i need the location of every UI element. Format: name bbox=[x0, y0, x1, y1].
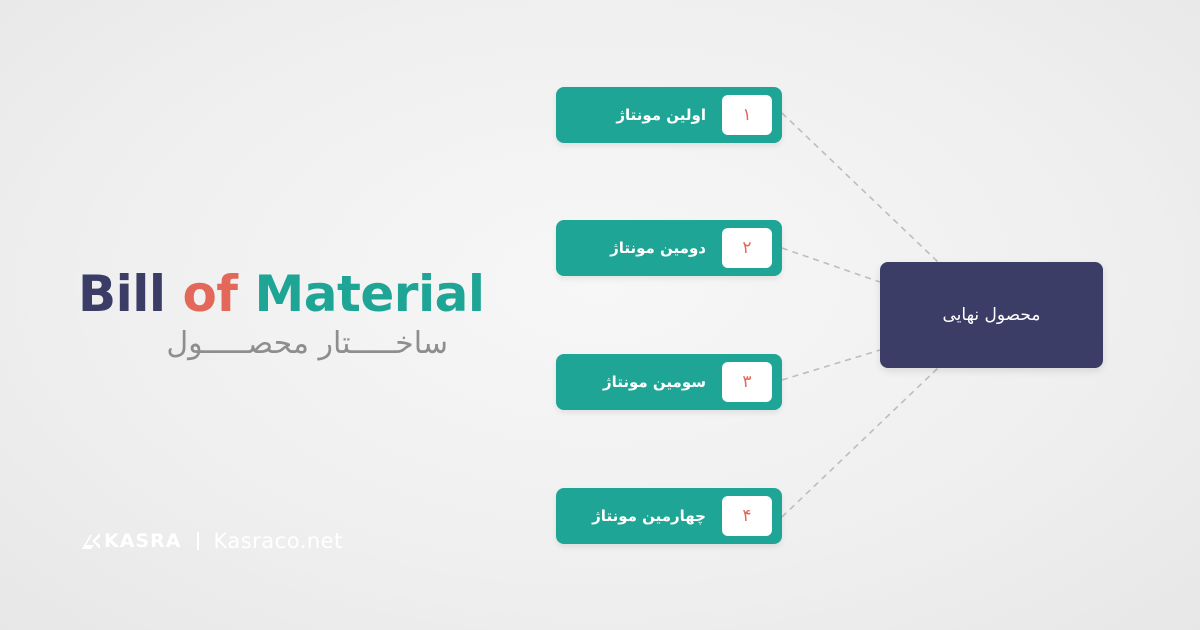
page-subtitle: ساخـــــتار محصـــــول bbox=[166, 326, 448, 361]
step-card-3: ۳ سومین مونتاژ bbox=[556, 354, 782, 410]
final-product-card: محصول نهایی bbox=[880, 262, 1103, 368]
connector-line-4 bbox=[781, 367, 939, 518]
step-card-2: ۲ دومین مونتاژ bbox=[556, 220, 782, 276]
step-label-1: اولین مونتاژ bbox=[616, 106, 706, 124]
page-title: Bill of Material bbox=[78, 262, 485, 326]
title-word-of: of bbox=[182, 265, 238, 323]
step-card-4: ۴ چهارمین مونتاژ bbox=[556, 488, 782, 544]
step-label-3: سومین مونتاژ bbox=[602, 373, 706, 391]
footer-divider bbox=[197, 532, 200, 550]
brand-logo: KASRA bbox=[80, 530, 181, 552]
step-label-2: دومین مونتاژ bbox=[610, 239, 706, 257]
step-label-4: چهارمین مونتاژ bbox=[592, 507, 706, 525]
connector-line-2 bbox=[781, 247, 881, 283]
connector-line-1 bbox=[781, 112, 939, 263]
kasra-logo-icon bbox=[82, 533, 100, 549]
title-word-bill: Bill bbox=[78, 265, 166, 323]
step-number-4: ۴ bbox=[722, 496, 772, 536]
brand-name: KASRA bbox=[104, 530, 182, 552]
step-card-1: ۱ اولین مونتاژ bbox=[556, 87, 782, 143]
step-number-2: ۲ bbox=[722, 228, 772, 268]
step-number-3: ۳ bbox=[722, 362, 772, 402]
title-block: Bill of Material ساخـــــتار محصـــــول bbox=[78, 262, 485, 364]
connector-line-3 bbox=[781, 349, 881, 381]
website-link[interactable]: Kasraco.net bbox=[213, 529, 343, 553]
footer: KASRA Kasraco.net bbox=[80, 526, 343, 556]
step-number-1: ۱ bbox=[722, 95, 772, 135]
title-word-material: Material bbox=[254, 265, 485, 323]
final-product-label: محصول نهایی bbox=[942, 305, 1041, 325]
